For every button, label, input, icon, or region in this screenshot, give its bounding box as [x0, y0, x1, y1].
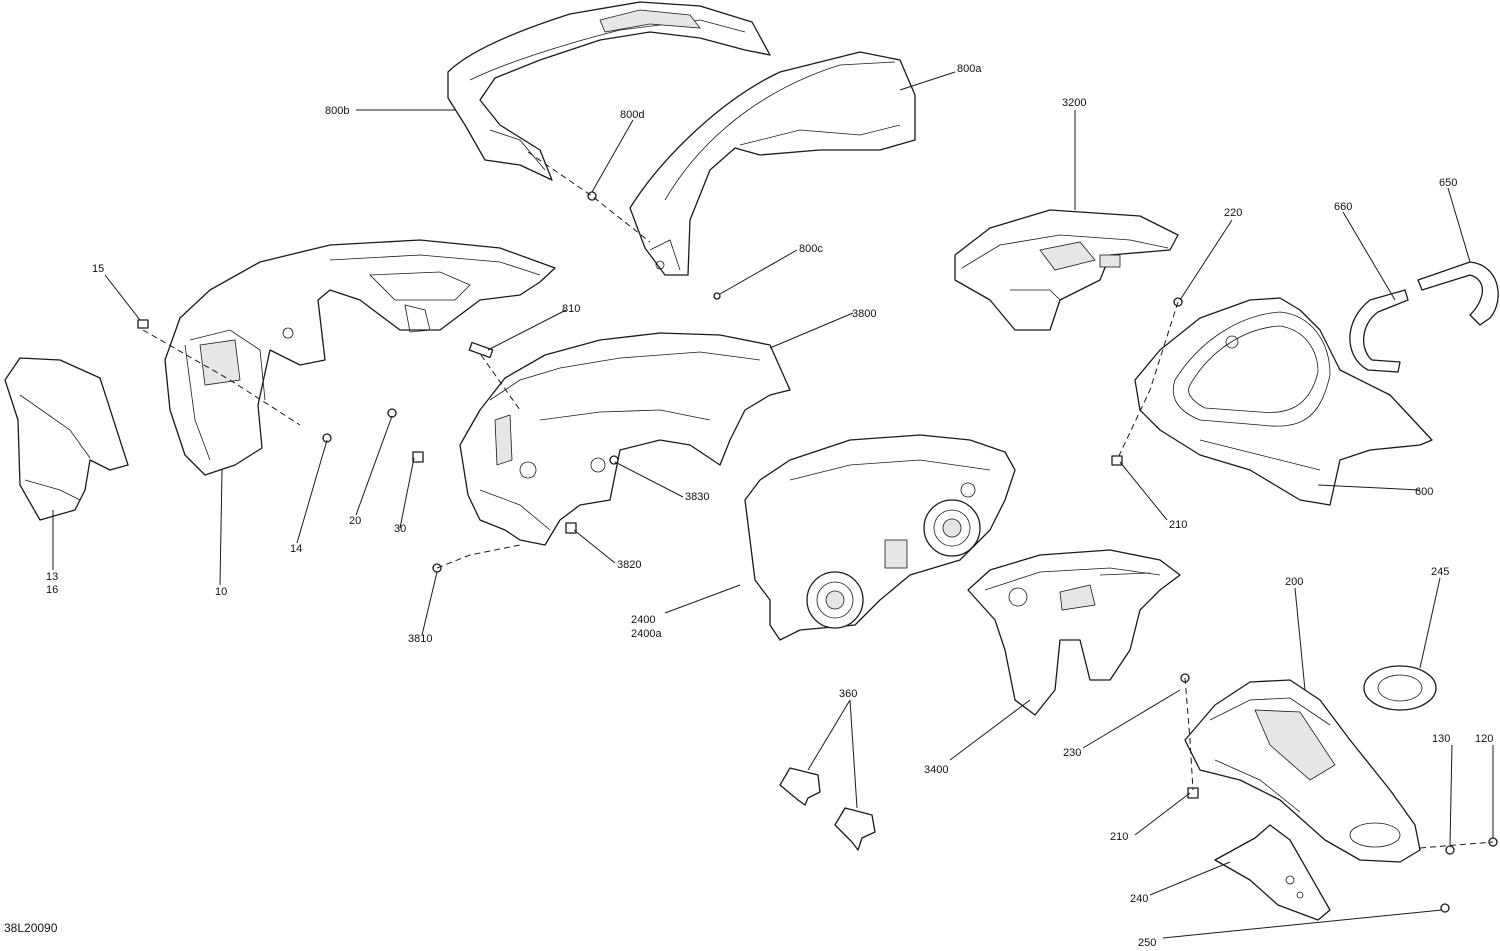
part-3200-tray [954, 209, 1179, 331]
callout-3830: 3830 [685, 491, 709, 503]
callout-230: 230 [1063, 747, 1081, 759]
callout-3810: 3810 [408, 633, 432, 645]
part-13-side-deflector [4, 357, 129, 521]
callout-2400: 2400 [631, 614, 655, 626]
callout-15: 15 [92, 263, 104, 275]
callout-800d: 800d [620, 109, 644, 121]
callout-30: 30 [394, 523, 406, 535]
callout-220: 220 [1224, 207, 1242, 219]
callout-600: 600 [1415, 486, 1433, 498]
callout-360: 360 [839, 688, 857, 700]
callout-3400: 3400 [924, 764, 948, 776]
callout-800b: 800b [325, 105, 349, 117]
part-800a-trim-right [629, 51, 916, 276]
part-800b-trim-left [447, 1, 771, 181]
callout-13: 13 [46, 571, 58, 583]
assembly-lines [142, 151, 1494, 849]
callout-2400a: 2400a [631, 628, 662, 640]
callout-labels: 800b 800d 800a 800c 3200 220 660 650 15 … [46, 63, 1493, 949]
callout-3200: 3200 [1062, 97, 1086, 109]
part-360-clip-b [834, 807, 876, 851]
part-245-ring-gasket [1363, 665, 1437, 711]
part-360-clip-a [779, 767, 821, 806]
part-240-bracket-plate [1214, 824, 1331, 921]
callout-660: 660 [1334, 201, 1352, 213]
part-600-gauge-surround [1134, 297, 1433, 506]
part-3800-inner-panel [459, 332, 791, 546]
callout-20: 20 [349, 515, 361, 527]
part-660-trim-band [1349, 289, 1409, 373]
callout-800a: 800a [957, 63, 982, 75]
callout-210-lower: 210 [1110, 831, 1128, 843]
part-650-trim-band [1417, 261, 1499, 326]
part-2400-headlight [744, 434, 1016, 641]
callout-16: 16 [46, 584, 58, 596]
callout-650: 650 [1439, 177, 1457, 189]
callout-800c: 800c [799, 243, 823, 255]
callout-10: 10 [215, 586, 227, 598]
callout-130: 130 [1432, 733, 1450, 745]
part-10-front-nose [164, 239, 556, 476]
part-3400-storage-bin [967, 549, 1181, 716]
part-200-lower-console [1184, 679, 1421, 863]
callout-210-upper: 210 [1169, 519, 1187, 531]
callout-120: 120 [1475, 733, 1493, 745]
drawing-id: 38L20090 [4, 921, 58, 935]
callout-3820: 3820 [617, 559, 641, 571]
callout-810: 810 [562, 303, 580, 315]
callout-3800: 3800 [852, 308, 876, 320]
callout-245: 245 [1431, 566, 1449, 578]
leader-lines [52, 71, 1494, 939]
callout-250: 250 [1138, 937, 1156, 949]
callout-240: 240 [1130, 893, 1148, 905]
callout-14: 14 [290, 543, 302, 555]
callout-200: 200 [1285, 576, 1303, 588]
